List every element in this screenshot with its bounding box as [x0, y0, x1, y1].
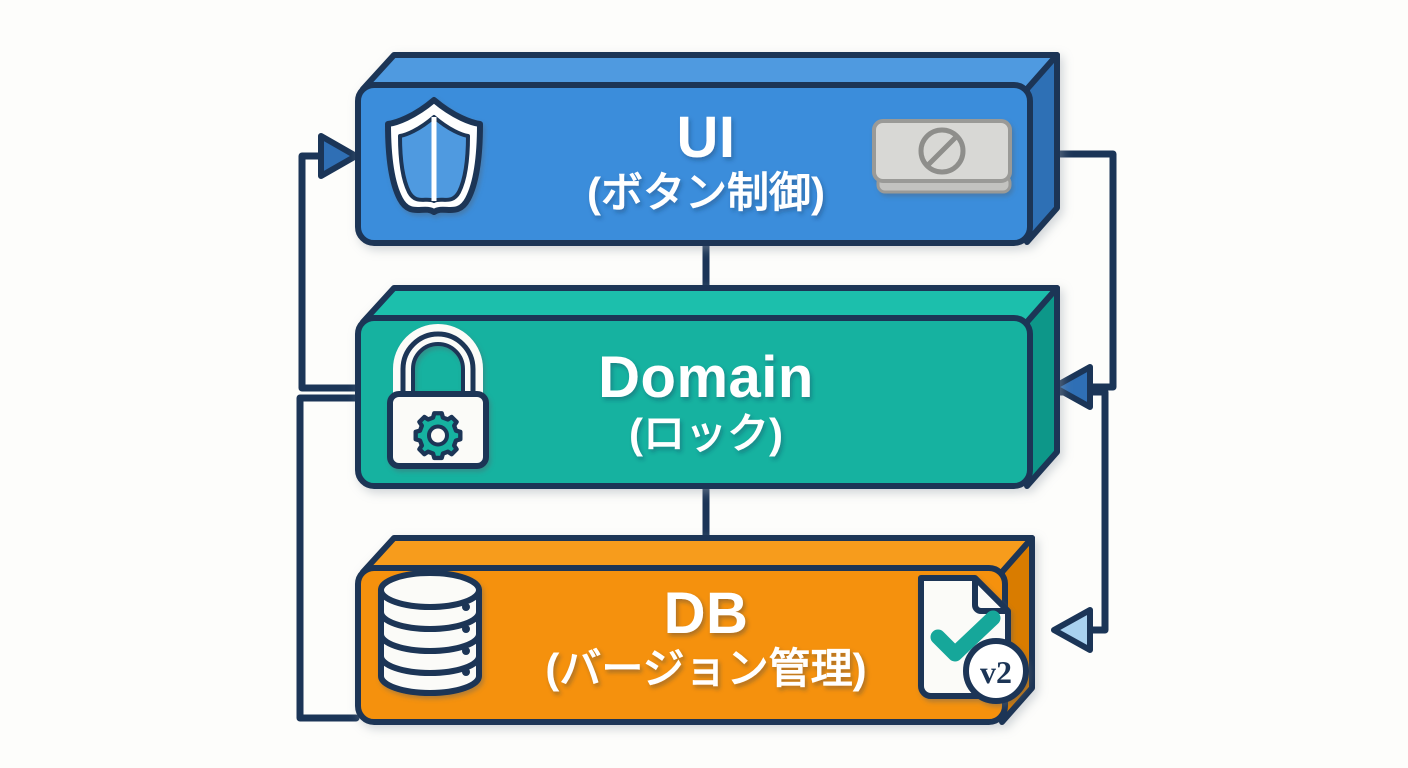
no-entry-icon — [918, 127, 966, 175]
connector-domain-to-db-right — [1056, 388, 1109, 634]
connector-db-feedback-to-domain — [296, 394, 360, 722]
domain-subtitle: (ロック) — [629, 410, 783, 457]
gear-icon — [413, 411, 463, 461]
connector-ui-to-domain-right — [1054, 150, 1117, 391]
ui-subtitle: (ボタン制御) — [587, 169, 825, 216]
database-cylinder-icon — [378, 570, 482, 696]
domain-box-front-face — [355, 315, 1033, 489]
shield-icon — [385, 97, 483, 215]
layer-box-ui[interactable] — [355, 52, 1060, 246]
padlock-gear-icon — [387, 324, 489, 469]
connector-domain-feedback-to-ui — [298, 152, 360, 392]
ui-box-front-face — [355, 82, 1033, 246]
domain-title: Domain — [598, 345, 814, 410]
document-check-icon: v2 — [918, 575, 1029, 704]
db-title: DB — [664, 581, 749, 646]
version-badge-circle — [963, 638, 1029, 704]
disabled-button-icon[interactable] — [872, 119, 1012, 194]
arrowhead-into-db-right — [1051, 607, 1093, 653]
arrowhead-into-ui-left — [318, 133, 359, 179]
version-badge-label: v2 — [980, 654, 1012, 690]
checkmark-icon — [930, 610, 1001, 662]
arrowheads — [318, 133, 1093, 653]
db-subtitle: (バージョン管理) — [545, 645, 866, 692]
ui-title: UI — [677, 105, 736, 170]
arrowhead-into-domain-right — [1051, 364, 1093, 410]
layer-box-domain[interactable] — [355, 285, 1060, 489]
